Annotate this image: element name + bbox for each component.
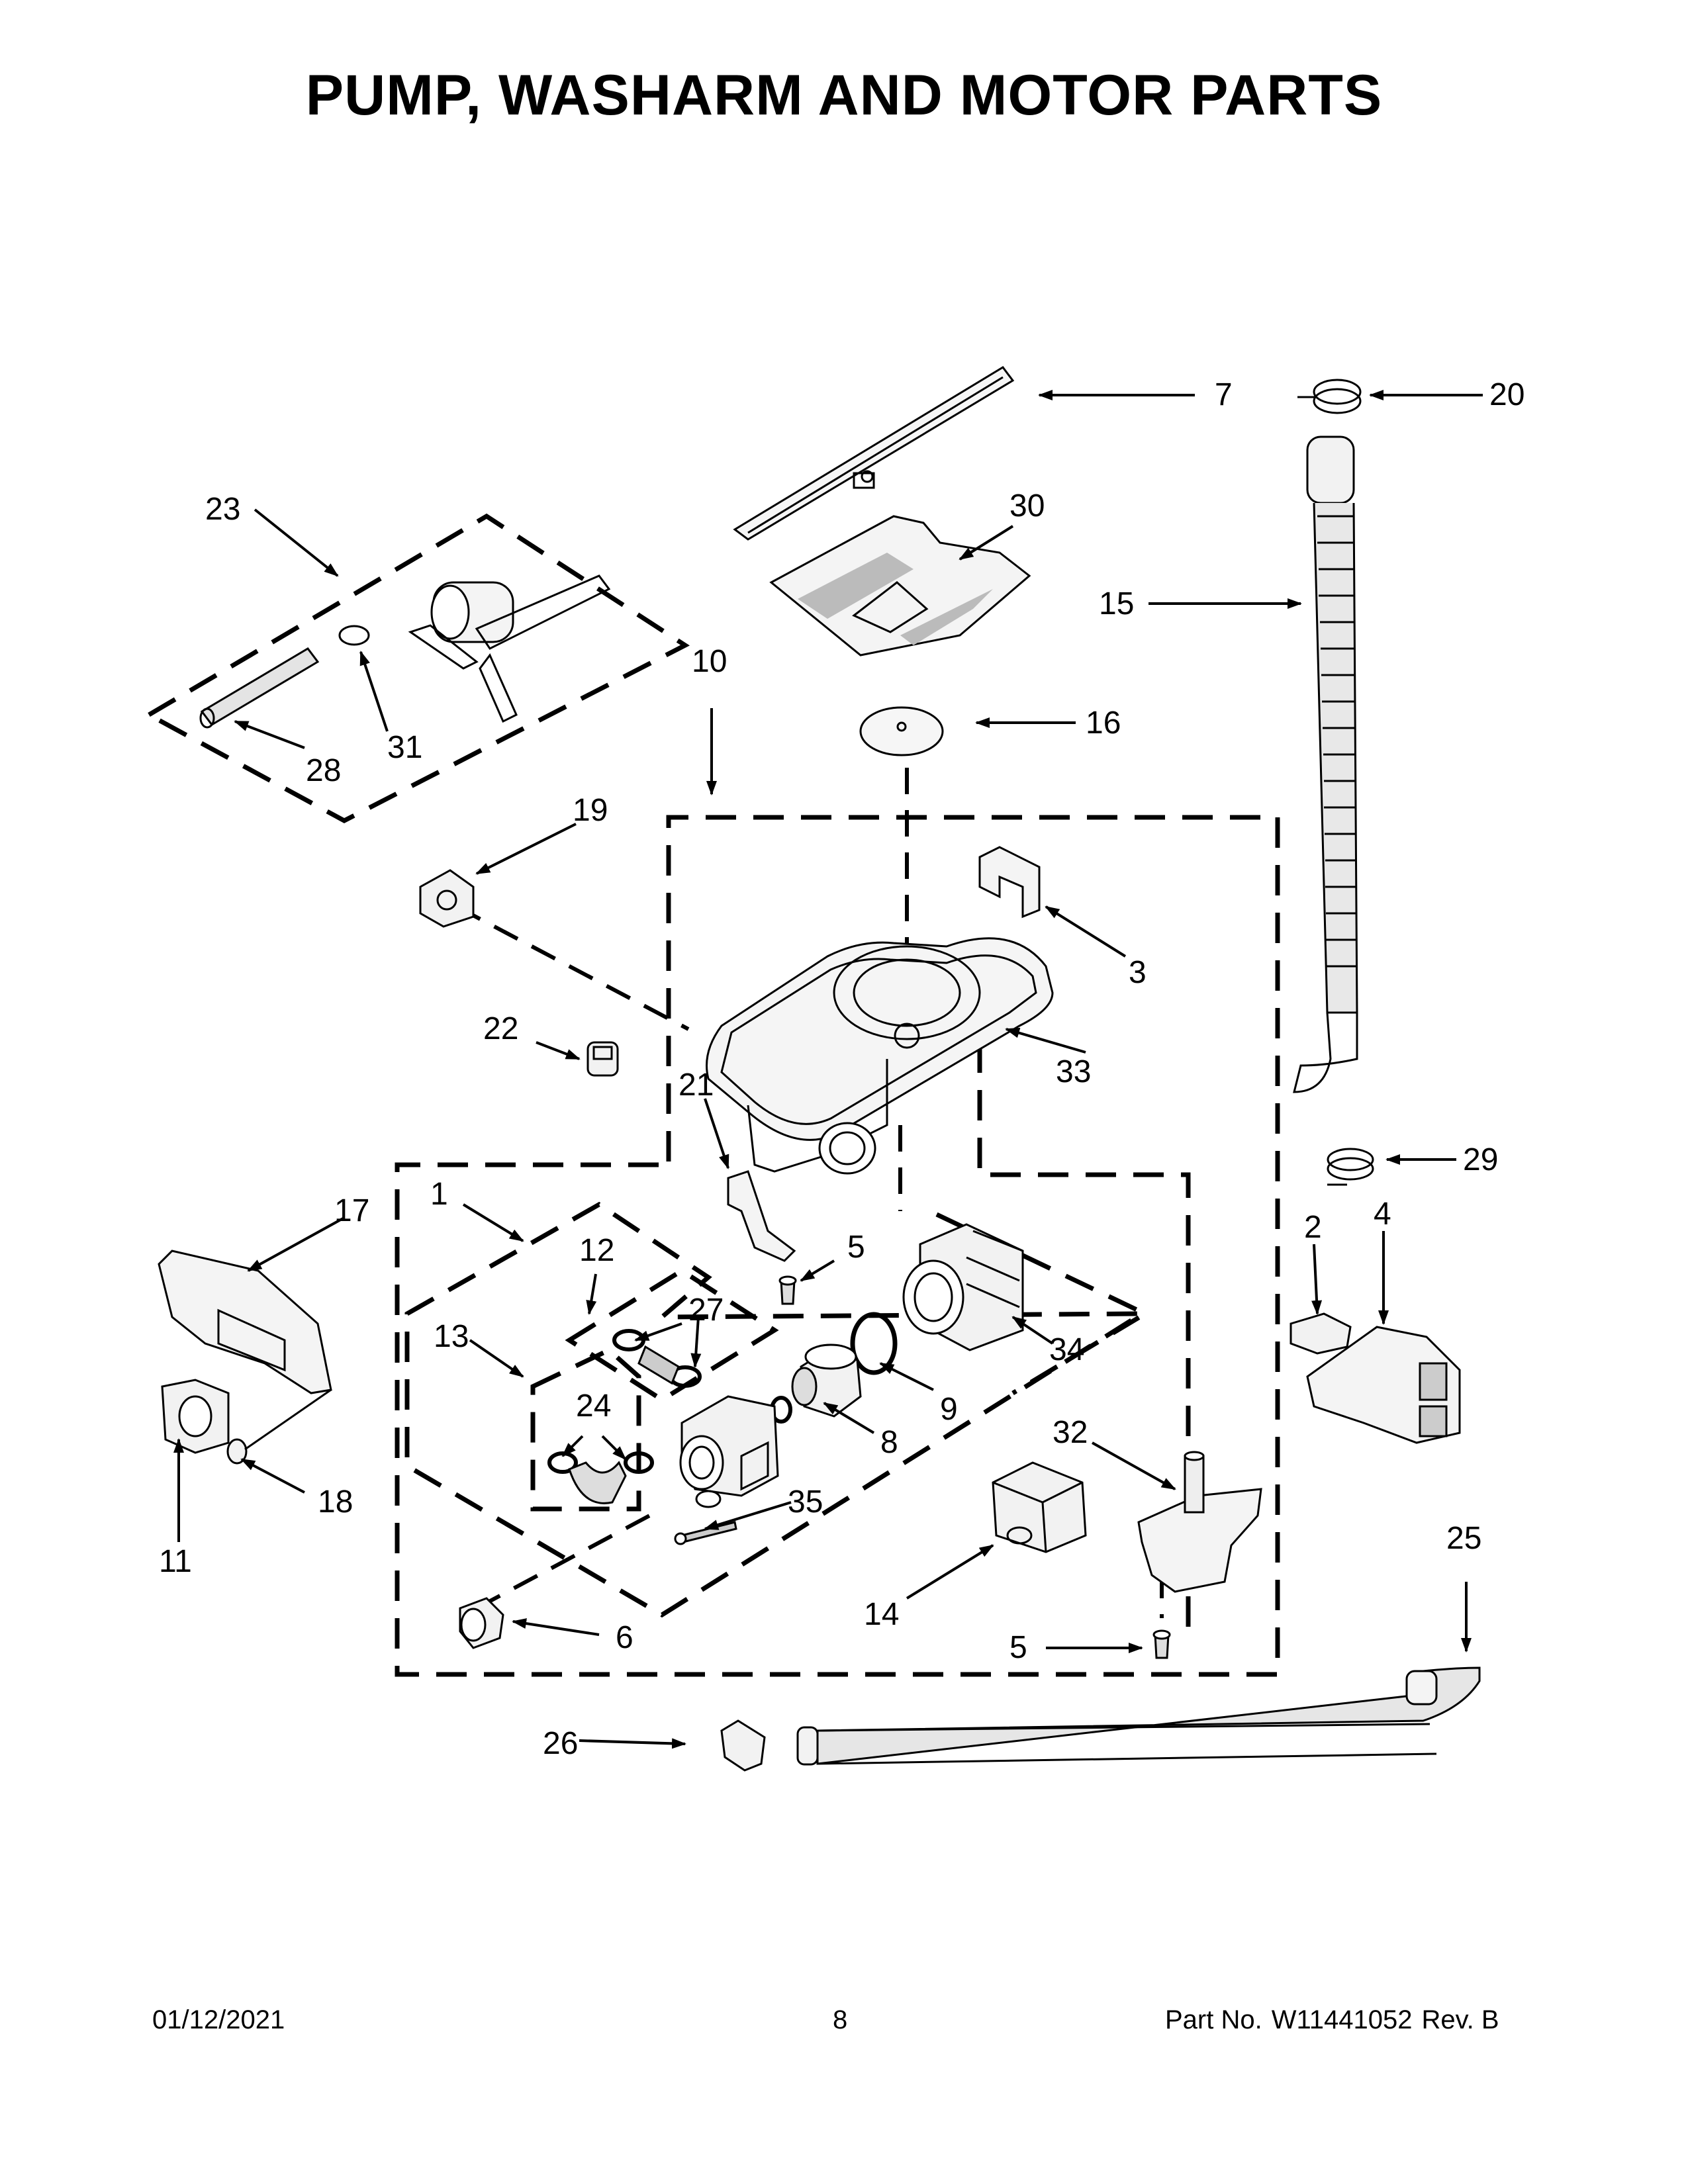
callout-34: 34 bbox=[1049, 1332, 1084, 1367]
callout-numbers: 7 20 30 15 16 10 23 28 31 19 3 33 22 21 … bbox=[159, 377, 1524, 1761]
callout-24: 24 bbox=[576, 1388, 611, 1424]
part-32-diverter-housing bbox=[1137, 1451, 1262, 1593]
part-5-screw-lower bbox=[1152, 1629, 1171, 1659]
part-20-clamp bbox=[1297, 379, 1362, 414]
part-11-mount bbox=[161, 1379, 230, 1454]
callout-4: 4 bbox=[1374, 1197, 1391, 1232]
part-7-spray-arm bbox=[733, 366, 1015, 541]
assembly-outline-24 bbox=[530, 1347, 641, 1512]
part-22-sensor bbox=[586, 1041, 619, 1077]
footer-part-label: Part No. bbox=[1165, 2005, 1262, 2034]
footer-revision: Rev. B bbox=[1421, 2005, 1499, 2034]
assembly-group-outlines bbox=[144, 513, 1280, 1677]
part-28-tube bbox=[199, 647, 320, 729]
connector-6-to-pump bbox=[475, 1507, 663, 1610]
callout-26: 26 bbox=[543, 1726, 578, 1761]
callout-21: 21 bbox=[679, 1068, 714, 1103]
part-drawings bbox=[158, 366, 1481, 1772]
footer-date: 01/12/2021 bbox=[152, 2005, 285, 2034]
part-4-housing bbox=[1306, 1326, 1461, 1444]
part-6-cap bbox=[459, 1597, 504, 1649]
part-pump-housing bbox=[679, 1395, 779, 1508]
part-29-clamp bbox=[1327, 1148, 1374, 1186]
callout-19: 19 bbox=[573, 793, 608, 828]
part-14-diverter bbox=[992, 1461, 1087, 1553]
part-17-bracket bbox=[158, 1250, 332, 1394]
callout-18: 18 bbox=[318, 1484, 353, 1520]
part-27-orings bbox=[612, 1329, 702, 1388]
part-31-clip bbox=[338, 625, 370, 646]
callout-33: 33 bbox=[1056, 1054, 1091, 1089]
callout-6: 6 bbox=[616, 1620, 633, 1655]
callout-16: 16 bbox=[1086, 705, 1121, 741]
part-8-impeller bbox=[791, 1343, 862, 1418]
callout-5-upper: 5 bbox=[847, 1230, 865, 1265]
part-2-bracket bbox=[1289, 1312, 1352, 1355]
part-19-sensor bbox=[419, 869, 475, 928]
part-26-clip bbox=[720, 1719, 766, 1772]
part-33-sump bbox=[706, 937, 1054, 1175]
connector-19-to-sump bbox=[455, 905, 690, 1031]
callout-20: 20 bbox=[1489, 377, 1524, 412]
assembly-outline-10 bbox=[395, 815, 1280, 1677]
part-23-pump-assembly bbox=[408, 574, 611, 723]
leader-arrows bbox=[173, 390, 1483, 1749]
callout-5-lower: 5 bbox=[1009, 1630, 1027, 1665]
assembly-outline-1 bbox=[404, 1201, 1150, 1618]
part-18-pin bbox=[226, 1388, 332, 1465]
callout-13: 13 bbox=[434, 1319, 469, 1354]
part-34-motor bbox=[902, 1223, 1024, 1351]
callout-14: 14 bbox=[864, 1597, 899, 1632]
callout-3: 3 bbox=[1129, 955, 1147, 990]
callout-11: 11 bbox=[159, 1544, 192, 1579]
callout-1: 1 bbox=[430, 1177, 448, 1212]
callout-32: 32 bbox=[1053, 1415, 1088, 1450]
callout-31: 31 bbox=[387, 730, 422, 765]
callout-28: 28 bbox=[306, 753, 341, 788]
assembly-outline-23 bbox=[144, 513, 690, 823]
part-5-screw-upper bbox=[778, 1275, 797, 1305]
part-15-hose bbox=[1293, 435, 1358, 1093]
callout-23: 23 bbox=[205, 492, 240, 527]
callout-17: 17 bbox=[334, 1193, 369, 1228]
part-21-bracket bbox=[727, 1170, 796, 1262]
callout-27: 27 bbox=[688, 1293, 724, 1328]
callout-22: 22 bbox=[483, 1011, 518, 1046]
callout-12: 12 bbox=[579, 1233, 614, 1268]
part-30-filter-cover bbox=[769, 515, 1031, 657]
part-35-screw bbox=[674, 1521, 737, 1545]
assembly-outline-12 bbox=[565, 1267, 779, 1403]
callout-9: 9 bbox=[940, 1392, 958, 1427]
callout-25: 25 bbox=[1446, 1521, 1481, 1556]
part-9-oring bbox=[850, 1312, 898, 1375]
footer-part-number: Part No. W11441052 Rev. B bbox=[1165, 2005, 1499, 2035]
footer-part-value: W11441052 bbox=[1271, 2005, 1413, 2034]
callout-30: 30 bbox=[1009, 488, 1045, 523]
page-title: PUMP, WASHARM AND MOTOR PARTS bbox=[305, 64, 1383, 127]
callout-7: 7 bbox=[1215, 377, 1233, 412]
callout-2: 2 bbox=[1304, 1210, 1322, 1245]
part-3-clip bbox=[978, 846, 1041, 919]
callout-15: 15 bbox=[1099, 586, 1134, 621]
callout-8: 8 bbox=[880, 1425, 898, 1460]
part-25-drain-hose bbox=[796, 1666, 1481, 1766]
assembly-outline-33 bbox=[977, 1042, 1191, 1641]
footer-page-number: 8 bbox=[833, 2005, 848, 2034]
callout-10: 10 bbox=[692, 644, 727, 679]
callout-29: 29 bbox=[1463, 1142, 1498, 1177]
part-16-filter-disc bbox=[859, 706, 944, 756]
callout-35: 35 bbox=[788, 1484, 823, 1520]
